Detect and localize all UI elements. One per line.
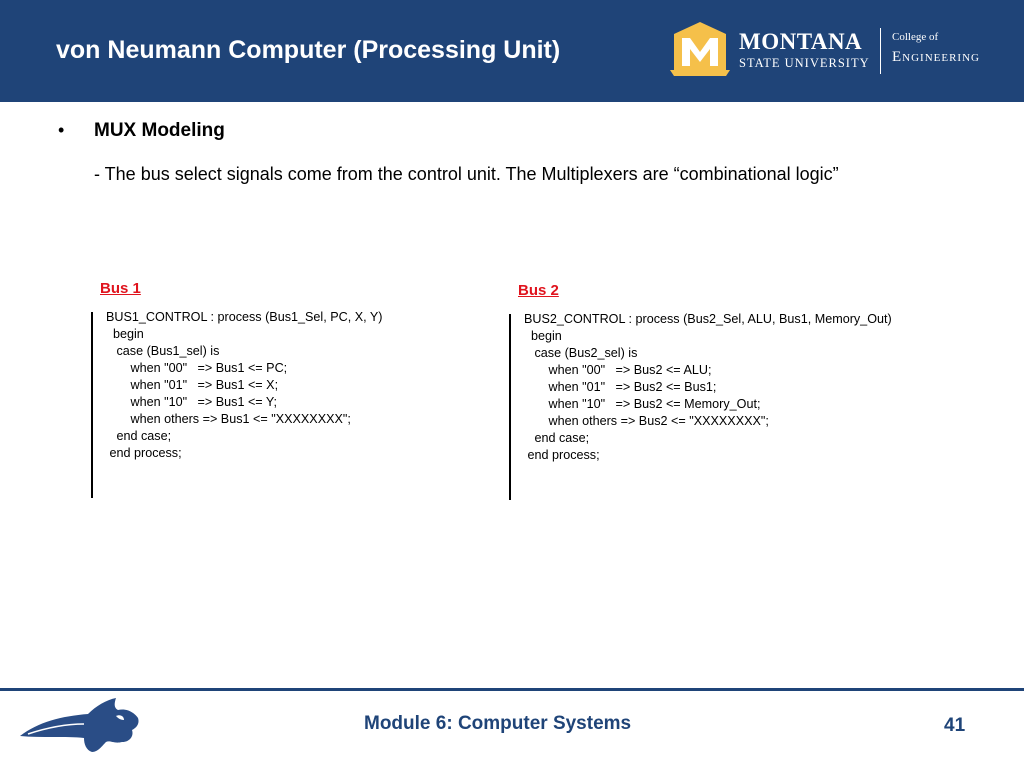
slide-title: von Neumann Computer (Processing Unit)	[56, 36, 561, 64]
university-name: MONTANA	[739, 29, 863, 54]
footer-module-title: Module 6: Computer Systems	[364, 713, 632, 734]
bus2-label: Bus 2	[518, 282, 559, 299]
footer-divider	[0, 688, 1024, 691]
bullet-marker: •	[58, 120, 65, 140]
university-logo: MONTANA STATE UNIVERSITY College of Engi…	[668, 22, 1014, 78]
bus1-code-block: BUS1_CONTROL : process (Bus1_Sel, PC, X,…	[106, 310, 383, 460]
bus1-label: Bus 1	[100, 280, 141, 297]
college-label: College of	[892, 31, 939, 43]
college-name: Engineering	[892, 49, 980, 65]
bus2-code-block: BUS2_CONTROL : process (Bus2_Sel, ALU, B…	[524, 312, 892, 462]
university-subname: STATE UNIVERSITY	[739, 56, 870, 70]
page-number: 41	[944, 715, 966, 736]
slide-header: von Neumann Computer (Processing Unit) M…	[0, 0, 1024, 102]
bullet-body-text: - The bus select signals come from the c…	[94, 164, 839, 184]
bullet-heading: MUX Modeling	[94, 120, 225, 141]
bobcat-logo-icon	[20, 698, 139, 752]
montana-m-logo-icon	[670, 22, 730, 76]
bus1-code-bar	[91, 312, 93, 498]
logo-divider	[880, 28, 881, 74]
bus2-code-bar	[509, 314, 511, 500]
